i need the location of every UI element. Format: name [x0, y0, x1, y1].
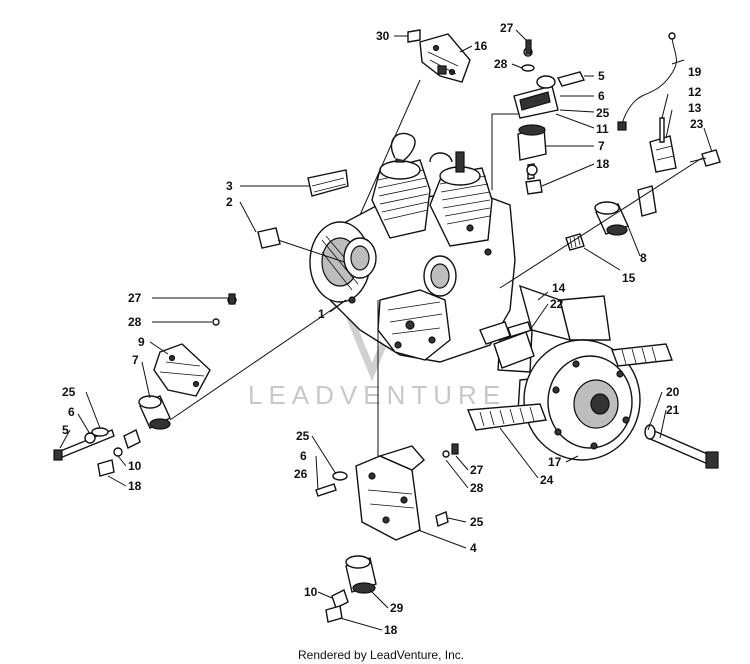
- callout-21: 21: [666, 403, 680, 417]
- callout-18: 18: [596, 157, 610, 171]
- callout-27-lower: 27: [470, 463, 484, 477]
- callout-24: 24: [540, 473, 554, 487]
- callout-25-left: 25: [62, 385, 76, 399]
- callout-6-left: 6: [68, 405, 75, 419]
- bolt-30: [407, 29, 421, 43]
- callout-15: 15: [622, 271, 636, 285]
- right-mount-bracket[interactable]: [513, 39, 586, 195]
- lower-mount-bracket[interactable]: [315, 443, 459, 623]
- callout-7: 7: [598, 139, 605, 153]
- callout-28: 28: [494, 57, 508, 71]
- callout-5-left: 5: [62, 423, 69, 437]
- rubber-mount-8[interactable]: [565, 201, 629, 251]
- callout-30: 30: [376, 29, 390, 43]
- callout-6-lower: 6: [300, 449, 307, 463]
- upper-mount-bracket[interactable]: [407, 29, 471, 83]
- callout-18-left: 18: [128, 479, 142, 493]
- cable[interactable]: [617, 32, 677, 131]
- callout-7-left: 7: [132, 353, 139, 367]
- callout-2: 2: [226, 195, 233, 209]
- callout-18-lower: 18: [384, 623, 398, 637]
- leader-lines: [59, 29, 713, 631]
- callout-23: 23: [690, 117, 704, 131]
- watermark-text: LEADVENTURE: [248, 380, 506, 410]
- credit-text: Rendered by LeadVenture, Inc.: [298, 648, 464, 662]
- drive-clutch[interactable]: [493, 284, 719, 469]
- decal-plates[interactable]: [257, 169, 349, 249]
- callout-3: 3: [226, 179, 233, 193]
- callout-28-left: 28: [128, 315, 142, 329]
- callout-20: 20: [666, 385, 680, 399]
- callout-14: 14: [552, 281, 566, 295]
- callout-10-lower: 10: [304, 585, 318, 599]
- callout-4: 4: [470, 541, 477, 555]
- callout-5: 5: [598, 69, 605, 83]
- callout-27: 27: [500, 21, 514, 35]
- callout-29: 29: [390, 601, 404, 615]
- drive-belt[interactable]: [466, 343, 673, 431]
- callout-19: 19: [688, 65, 702, 79]
- callout-17: 17: [548, 455, 562, 469]
- clamp-bracket[interactable]: [637, 117, 721, 217]
- callout-6: 6: [598, 89, 605, 103]
- callout-28-lower: 28: [470, 481, 484, 495]
- left-mount-plate[interactable]: [53, 293, 237, 477]
- callout-16: 16: [474, 39, 488, 53]
- callout-27-left: 27: [128, 291, 142, 305]
- callout-9: 9: [138, 335, 145, 349]
- callout-26: 26: [294, 467, 308, 481]
- callout-labels: 30 16 27 28 5 6 25 11 7 18 19 12 13 23 3…: [62, 21, 704, 637]
- callout-10-left: 10: [128, 459, 142, 473]
- callout-12: 12: [688, 85, 702, 99]
- callout-11: 11: [596, 122, 609, 136]
- callout-25: 25: [596, 106, 610, 120]
- engine-assembly[interactable]: [309, 132, 533, 363]
- callout-1: 1: [318, 307, 325, 321]
- callout-8: 8: [640, 251, 647, 265]
- callout-25-lower-right: 25: [470, 515, 484, 529]
- callout-13: 13: [688, 101, 702, 115]
- callout-22: 22: [550, 297, 564, 311]
- callout-25-lower: 25: [296, 429, 310, 443]
